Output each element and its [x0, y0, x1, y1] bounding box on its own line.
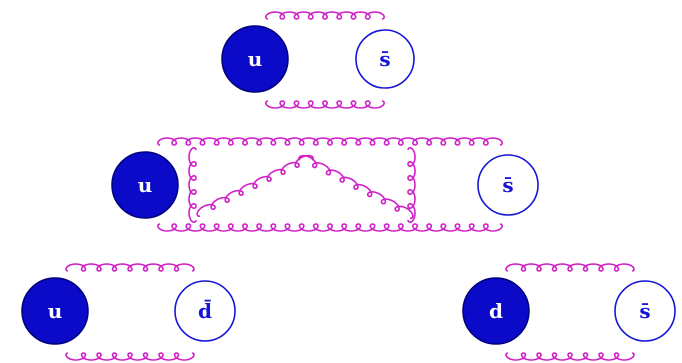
quark-ball [111, 151, 179, 219]
antiquark-ball [614, 280, 676, 342]
gluon-line-top [156, 137, 504, 146]
antiquark-ball [174, 280, 236, 342]
gluon-line-top [65, 263, 195, 272]
top-meson: u s̄ [221, 11, 415, 109]
gluon-line-diagonal-falling [298, 154, 414, 220]
gluon-line-bottom [156, 223, 504, 232]
quark-label: u [138, 173, 153, 197]
quark-label: d [489, 299, 503, 323]
gluon-line-bottom [505, 352, 635, 361]
quark-ball [21, 277, 89, 345]
gluon-line-right-vertical [407, 146, 416, 224]
middle-meson: u s̄ [111, 137, 539, 232]
gluon-line-top [505, 263, 635, 272]
bottom-right-meson: d s̄ [462, 263, 676, 361]
quark-label: u [48, 299, 63, 323]
antiquark-label: s̄ [502, 173, 513, 197]
antiquark-label: d̄ [198, 298, 212, 323]
antiquark-ball [355, 29, 415, 89]
gluon-line-top [265, 11, 385, 20]
gluon-line-left-vertical [188, 146, 197, 224]
antiquark-label: s̄ [379, 47, 390, 71]
antiquark-label: s̄ [639, 299, 650, 323]
quark-ball [462, 277, 530, 345]
bottom-left-meson: u d̄ [21, 263, 236, 361]
quark-ball [221, 25, 289, 93]
quark-label: u [248, 47, 263, 71]
gluon-line-bottom [265, 100, 385, 109]
gluon-line-diagonal-rising [196, 154, 314, 218]
gluon-line-bottom [65, 352, 195, 361]
antiquark-ball [477, 154, 539, 216]
